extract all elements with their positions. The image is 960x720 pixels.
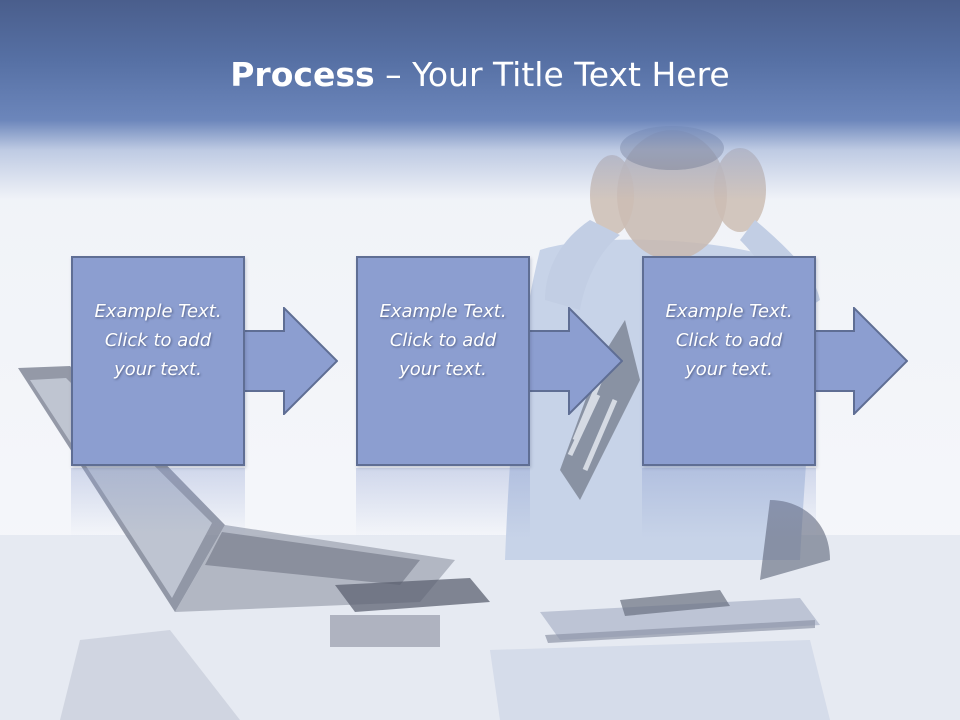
- arrow-shape-1: [238, 307, 338, 415]
- process-step-2[interactable]: Example Text. Click to add your text.: [356, 256, 530, 466]
- slide-title[interactable]: Process – Your Title Text Here: [0, 54, 960, 96]
- process-step-1[interactable]: Example Text. Click to add your text.: [71, 256, 245, 466]
- title-rest: – Your Title Text Here: [374, 55, 730, 94]
- step-3-text: Example Text. Click to add your text.: [665, 300, 793, 380]
- arrow-shape-3: [808, 307, 908, 415]
- process-step-3[interactable]: Example Text. Click to add your text.: [642, 256, 816, 466]
- arrow-shape-2: [523, 307, 623, 415]
- title-bold: Process: [230, 55, 375, 94]
- title-bar: [0, 0, 960, 200]
- step-3-reflection: [642, 468, 816, 538]
- step-2-reflection: [356, 468, 530, 538]
- step-1-reflection: [71, 468, 245, 538]
- step-2-text: Example Text. Click to add your text.: [379, 300, 507, 380]
- step-1-text: Example Text. Click to add your text.: [94, 300, 222, 380]
